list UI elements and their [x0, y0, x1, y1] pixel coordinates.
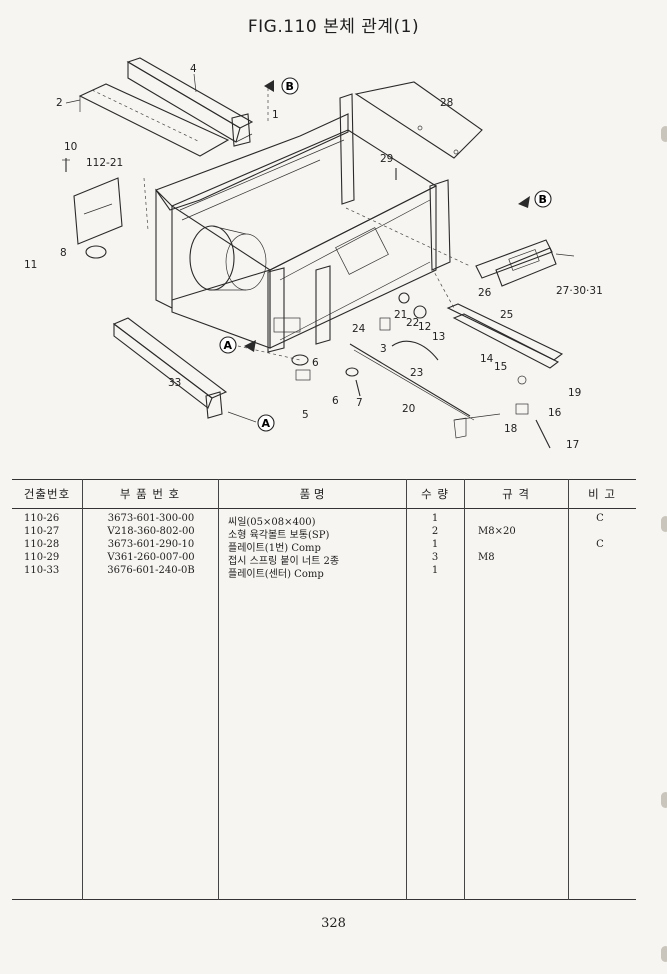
header-qty: 수 량 — [421, 487, 449, 501]
ref-b-top: B — [286, 80, 294, 93]
table-row: 110-33 3676-601-240-0B 플레이트(센터) Comp 1 — [12, 565, 636, 580]
header-note: 비 고 — [588, 487, 616, 501]
table-row: 110-26 3673-601-300-00 씨일(05×08×400) 1 C — [12, 513, 636, 528]
row-spec: M8×20 — [478, 526, 516, 537]
row-ref-no: 110-28 — [24, 539, 60, 550]
label-3: 3 — [380, 343, 387, 355]
label-19: 19 — [568, 387, 581, 399]
row-ref-no: 110-29 — [24, 552, 60, 563]
binder-hole — [661, 792, 667, 808]
label-6a: 6 — [312, 357, 319, 369]
label-27-30-31: 27·30·31 — [556, 285, 603, 297]
row-part-name: 씨일(05×08×400) — [228, 517, 316, 528]
row-qty: 1 — [431, 539, 439, 550]
row-ref-no: 110-27 — [24, 526, 60, 537]
lever-part — [391, 340, 439, 361]
label-7: 7 — [356, 397, 363, 409]
row-part-name: 소형 육각볼트 보통(SP) — [228, 530, 330, 541]
label-112-21: 112-21 — [86, 157, 123, 169]
lever-bar-part — [446, 303, 564, 361]
binder-hole — [661, 516, 667, 532]
label-16: 16 — [548, 407, 562, 419]
header-part-no: 부 품 번 호 — [119, 487, 181, 501]
ref-a-bottom: A — [262, 417, 271, 430]
row-spec: M8 — [478, 552, 495, 563]
label-15: 15 — [494, 361, 507, 373]
exploded-parts-diagram: B B A A 2 4 1 28 10 112-21 29 8 11 26 25… — [24, 57, 603, 451]
row-part-name: 플레이트(센터) Comp — [228, 569, 324, 580]
table-row: 110-29 V361-260-007-00 접시 스프링 붙이 너트 2종 3… — [12, 552, 636, 567]
row-qty: 2 — [431, 526, 439, 537]
header-ref-no: 건출번호 — [23, 487, 71, 501]
row-part-name: 접시 스프링 붙이 너트 2종 — [228, 556, 340, 567]
label-2: 2 — [56, 97, 63, 109]
row-part-no: 3673-601-290-10 — [107, 539, 195, 550]
ref-b-right: B — [539, 193, 547, 206]
row-part-no: 3673-601-300-00 — [107, 513, 195, 524]
clamp-part — [85, 245, 107, 259]
row-qty: 3 — [431, 552, 439, 563]
label-4: 4 — [190, 63, 197, 75]
header-part-name: 품 명 — [299, 487, 325, 501]
parts-table: 건출번호 부 품 번 호 품 명 수 량 규 격 비 고 110-26 3673… — [12, 479, 636, 900]
label-26: 26 — [478, 287, 492, 299]
label-21: 21 — [394, 309, 407, 321]
label-28: 28 — [440, 97, 453, 109]
row-ref-no: 110-33 — [24, 565, 60, 576]
label-17: 17 — [566, 439, 579, 451]
binder-hole — [661, 946, 667, 962]
binder-hole — [661, 126, 667, 142]
seal-part — [475, 239, 553, 279]
label-24: 24 — [352, 323, 366, 335]
row-qty: 1 — [431, 513, 439, 524]
label-14: 14 — [480, 353, 494, 365]
label-20: 20 — [402, 403, 415, 415]
figure-title: FIG.110 본체 관계(1) — [247, 17, 420, 37]
label-11: 11 — [24, 259, 37, 271]
row-note: C — [596, 513, 604, 524]
label-13: 13 — [432, 331, 445, 343]
page-number: 328 — [321, 916, 346, 931]
row-qty: 1 — [431, 565, 439, 576]
label-12: 12 — [418, 321, 431, 333]
label-5: 5 — [302, 409, 309, 421]
plate-1-part — [354, 81, 483, 159]
row-part-no: V218-360-802-00 — [107, 526, 195, 537]
label-25: 25 — [500, 309, 513, 321]
label-10: 10 — [64, 141, 77, 153]
label-23: 23 — [410, 367, 423, 379]
row-part-no: V361-260-007-00 — [107, 552, 195, 563]
label-29: 29 — [380, 153, 393, 165]
header-spec: 규 격 — [502, 487, 530, 501]
row-ref-no: 110-26 — [24, 513, 60, 524]
rod-part — [349, 343, 471, 417]
row-part-name: 플레이트(1번) Comp — [228, 543, 321, 554]
label-1: 1 — [272, 109, 279, 121]
table-row: 110-28 3673-601-290-10 플레이트(1번) Comp 1 C — [12, 539, 636, 554]
row-note: C — [596, 539, 604, 550]
label-33: 33 — [168, 377, 181, 389]
label-8: 8 — [60, 247, 67, 259]
label-18: 18 — [504, 423, 517, 435]
main-frame-body — [155, 93, 451, 353]
label-22: 22 — [406, 317, 419, 329]
table-row: 110-27 V218-360-802-00 소형 육각볼트 보통(SP) 2 … — [12, 526, 636, 541]
ref-a-left: A — [224, 339, 233, 352]
label-6b: 6 — [332, 395, 339, 407]
row-part-no: 3676-601-240-0B — [107, 565, 195, 576]
bracket-part — [73, 177, 123, 245]
side-cover-part — [78, 83, 230, 157]
